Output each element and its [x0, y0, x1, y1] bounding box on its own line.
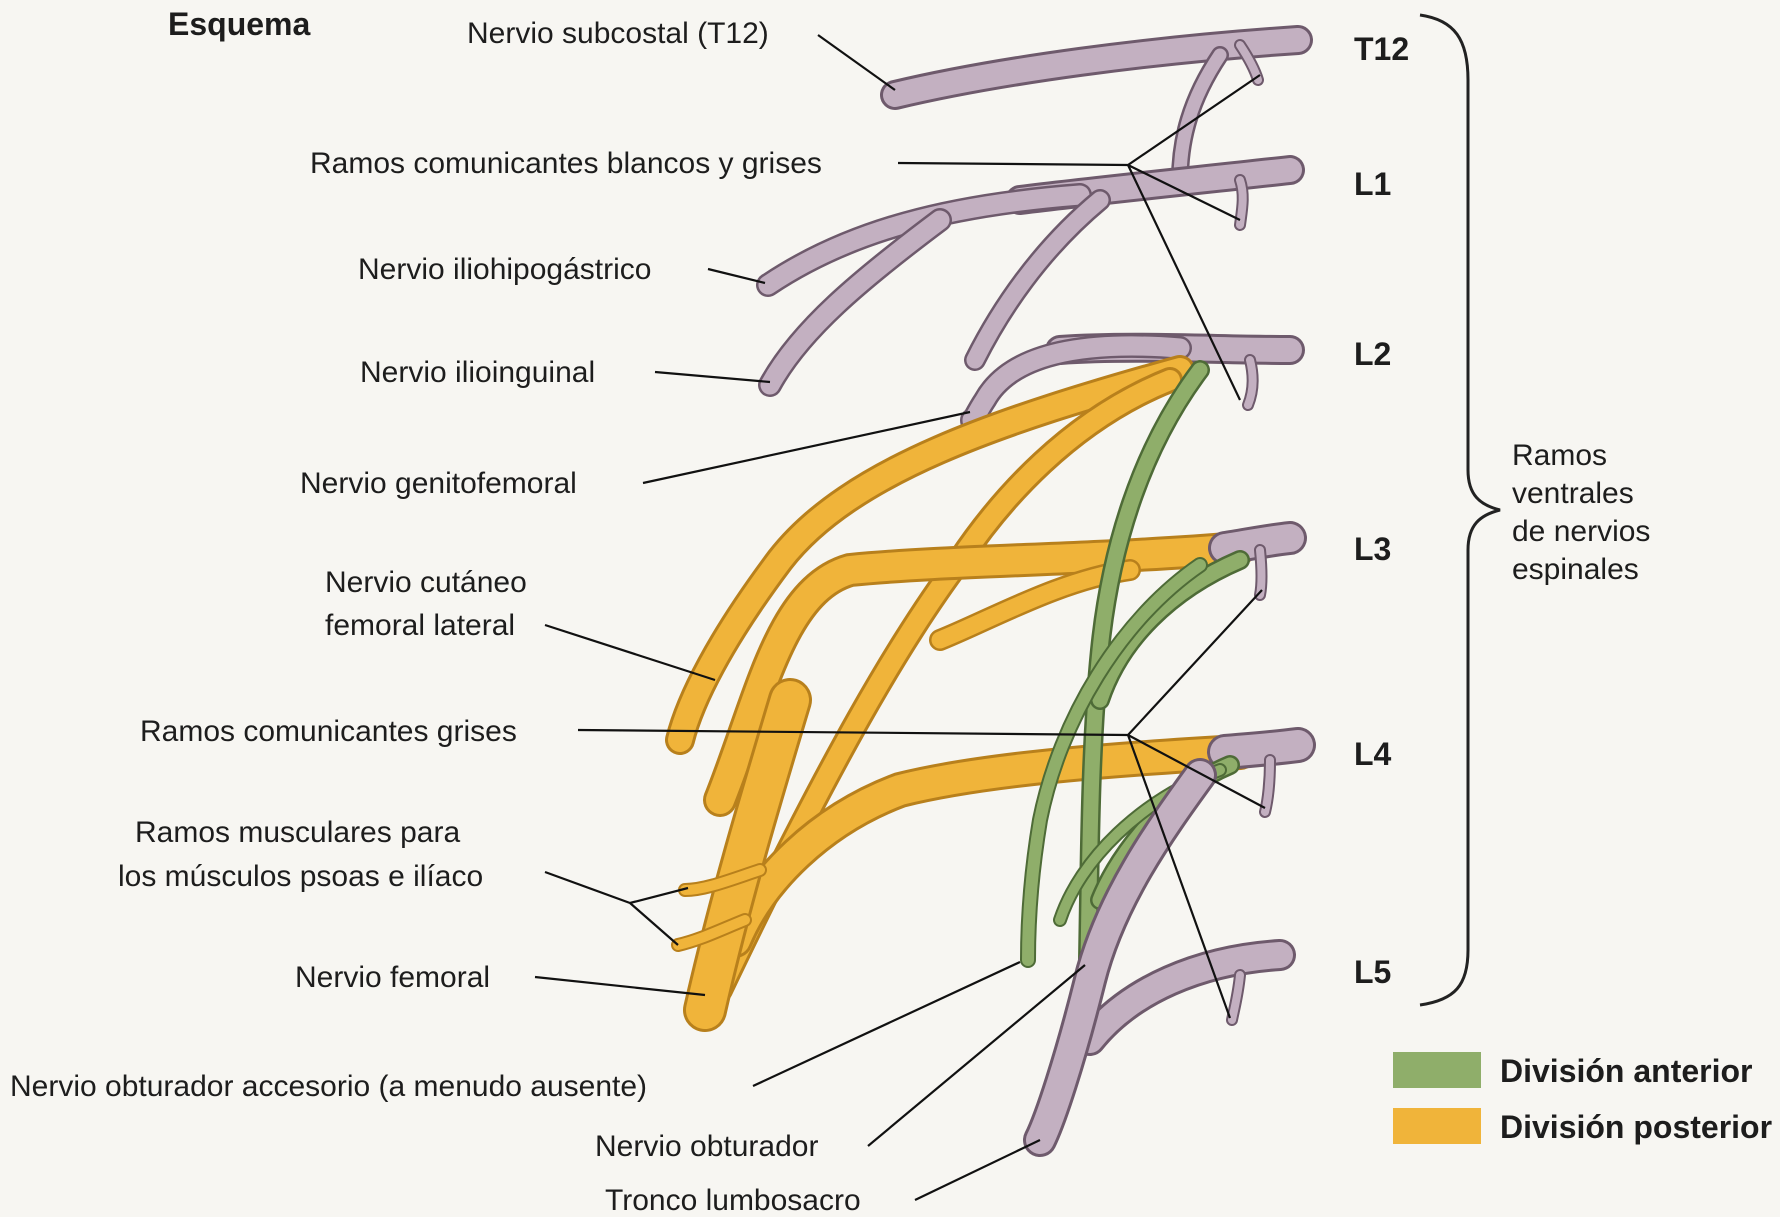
level-l2: L2 [1354, 336, 1391, 372]
label-tronco: Tronco lumbosacro [605, 1184, 861, 1217]
leader-cutaneo [545, 625, 715, 680]
label-ramos-grises: Ramos comunicantes grises [140, 715, 517, 748]
nerve-t12-l1-branch [1180, 55, 1220, 180]
legend: División anterior División posterior [1393, 1052, 1772, 1145]
leader-subcostal [818, 35, 895, 90]
label-femoral: Nervio femoral [295, 961, 490, 994]
label-iliohipogastrico: Nervio iliohipogástrico [358, 253, 651, 286]
nerve-l4-root [1225, 745, 1298, 752]
label-musculares-2: los músculos psoas e ilíaco [118, 860, 483, 893]
level-l5: L5 [1354, 954, 1391, 990]
label-ramos-blancos-grises: Ramos comunicantes blancos y grises [310, 147, 822, 180]
leader-ilioinguinal [655, 372, 770, 382]
legend-swatch-anterior [1393, 1052, 1481, 1088]
label-cutaneo-1: Nervio cutáneo [325, 566, 527, 599]
labels: Esquema Nervio subcostal (T12) Ramos com… [10, 6, 1650, 1217]
brace-label-2: ventrales [1512, 477, 1634, 510]
label-obturador-accesorio: Nervio obturador accesorio (a menudo aus… [10, 1070, 647, 1103]
brace-label-1: Ramos [1512, 439, 1607, 472]
brace-label-3: de nervios [1512, 515, 1650, 548]
legend-label-anterior: División anterior [1500, 1053, 1753, 1089]
leader-musculares [545, 872, 688, 945]
leader-femoral [535, 977, 705, 995]
legend-label-posterior: División posterior [1500, 1109, 1772, 1145]
level-l4: L4 [1354, 736, 1392, 772]
nerve-drawing [678, 40, 1298, 1140]
level-l3: L3 [1354, 531, 1391, 567]
label-genitofemoral: Nervio genitofemoral [300, 467, 577, 500]
label-obturador: Nervio obturador [595, 1130, 818, 1163]
brace-label-4: espinales [1512, 553, 1639, 586]
leader-obturador-accesorio [753, 962, 1020, 1086]
label-subcostal: Nervio subcostal (T12) [467, 17, 769, 50]
leader-tronco [915, 1140, 1040, 1200]
label-ilioinguinal: Nervio ilioinguinal [360, 356, 595, 389]
label-cutaneo-2: femoral lateral [325, 609, 515, 642]
label-musculares-1: Ramos musculares para [135, 816, 460, 849]
leader-iliohipogastrico [708, 269, 765, 283]
level-t12: T12 [1354, 31, 1409, 67]
level-l1: L1 [1354, 166, 1391, 202]
legend-swatch-posterior [1393, 1108, 1481, 1144]
nerve-l5-root [1090, 955, 1280, 1040]
diagram-title: Esquema [168, 6, 310, 42]
spinal-nerves-brace [1420, 15, 1500, 1005]
